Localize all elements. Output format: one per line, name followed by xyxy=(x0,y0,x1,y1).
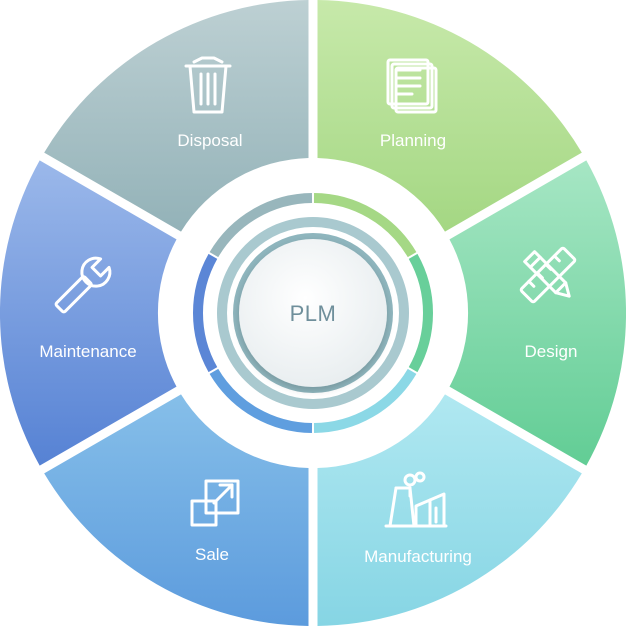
segment-label-maintenance: Maintenance xyxy=(39,342,136,361)
hub-disc xyxy=(239,239,387,387)
trash-can-icon xyxy=(184,56,232,114)
inner-arc-disposal xyxy=(209,193,313,258)
inner-arc-planning xyxy=(313,193,417,258)
center-label: PLM xyxy=(290,301,337,326)
inner-arc-design xyxy=(408,253,433,373)
inner-arc-maintenance xyxy=(193,253,218,373)
segment-design xyxy=(449,160,626,466)
segment-disposal xyxy=(44,0,309,232)
inner-arc-sale xyxy=(209,368,313,433)
document-stack-icon xyxy=(386,58,438,114)
segment-planning xyxy=(317,0,582,232)
inner-arc-manufacturing xyxy=(313,368,417,433)
wrench-icon xyxy=(54,256,112,314)
segment-sale xyxy=(44,394,309,626)
segment-label-manufacturing: Manufacturing xyxy=(364,547,472,566)
resize-arrow-icon xyxy=(190,479,240,527)
segment-label-sale: Sale xyxy=(195,545,229,564)
factory-icon xyxy=(384,471,448,528)
segment-maintenance xyxy=(0,160,177,466)
segment-label-design: Design xyxy=(525,342,578,361)
inner-ring xyxy=(193,193,433,433)
segment-manufacturing xyxy=(317,394,582,626)
pencil-ruler-icon xyxy=(519,246,577,304)
segment-label-disposal: Disposal xyxy=(177,131,242,150)
segment-label-planning: Planning xyxy=(380,131,446,150)
center-hub: PLM xyxy=(217,217,409,409)
